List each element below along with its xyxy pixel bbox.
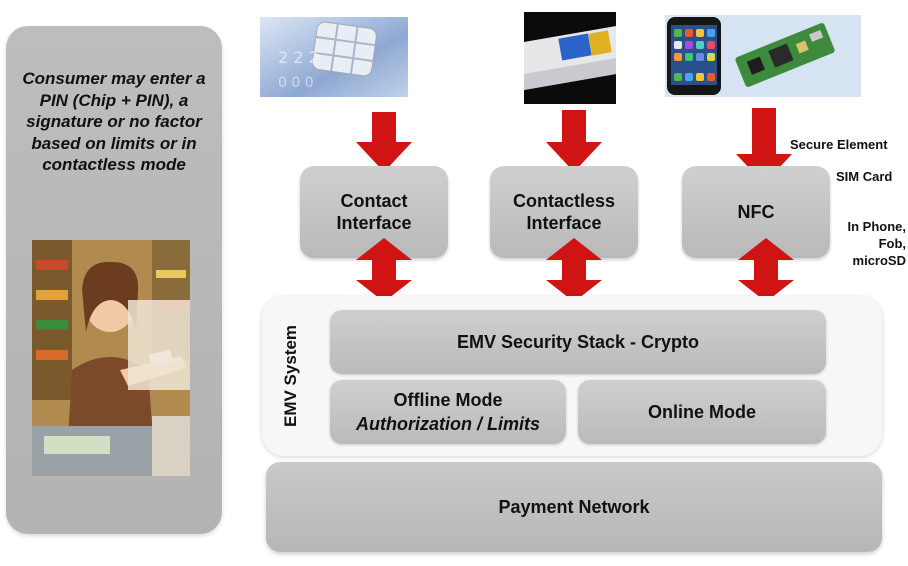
in-phone-label: In Phone, Fob, microSD xyxy=(847,219,907,268)
contactless-interface-box: Contactless Interface xyxy=(490,166,638,258)
online-mode-box: Online Mode xyxy=(578,380,826,444)
offline-mode-sublabel: Authorization / Limits xyxy=(356,414,540,434)
secure-element-label: Secure Element xyxy=(790,137,888,152)
online-mode-label: Online Mode xyxy=(648,402,756,422)
bidirectional-arrow-nfc xyxy=(738,238,794,302)
chip-card-image: 2 2 2 0 0 0 xyxy=(260,17,408,97)
nfc-box: NFC xyxy=(682,166,830,258)
svg-text:2 2 2: 2 2 2 xyxy=(278,48,319,67)
emv-system-label-text: EMV System xyxy=(281,324,301,428)
consumer-photo xyxy=(32,240,190,476)
down-arrow-contact xyxy=(356,112,412,172)
svg-text:0 0 0: 0 0 0 xyxy=(278,75,314,91)
nfc-label: NFC xyxy=(737,202,775,222)
sim-card-label: SIM Card xyxy=(836,169,893,184)
bidirectional-arrow-contact xyxy=(356,238,412,302)
contactless-card-image xyxy=(524,12,616,104)
down-arrow-contactless xyxy=(546,110,602,172)
emv-security-stack-label: EMV Security Stack - Crypto xyxy=(456,332,700,352)
down-arrow-nfc xyxy=(736,108,792,184)
payment-network-box: Payment Network xyxy=(266,462,882,552)
contactless-interface-label: Contactless Interface xyxy=(512,191,616,233)
offline-mode-label: Offline Mode xyxy=(393,390,503,410)
emv-system-label: EMV System xyxy=(274,318,308,434)
bidirectional-arrow-contactless xyxy=(546,238,602,302)
consumer-description: Consumer may enter a PIN (Chip + PIN), a… xyxy=(22,69,206,174)
contact-interface-box: Contact Interface xyxy=(300,166,448,258)
offline-mode-box: Offline Mode Authorization / Limits xyxy=(330,380,566,444)
nfc-phone-image xyxy=(665,15,861,97)
contact-interface-label: Contact Interface xyxy=(336,191,412,233)
payment-network-label: Payment Network xyxy=(498,496,650,517)
emv-security-stack-box: EMV Security Stack - Crypto xyxy=(330,310,826,374)
